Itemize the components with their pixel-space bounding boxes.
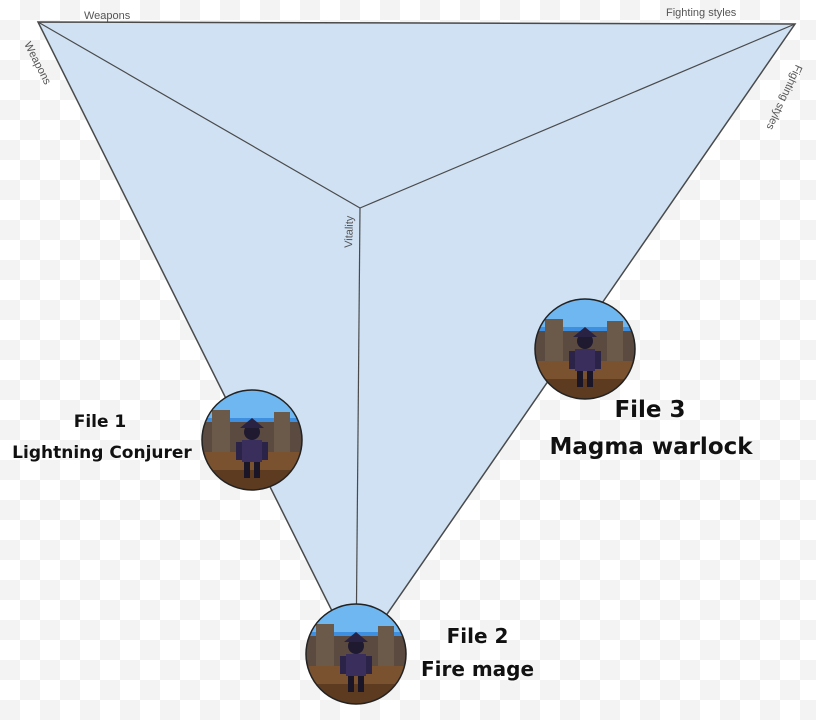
file-3-avatar xyxy=(534,298,636,400)
file-1-title: File 1 xyxy=(73,412,127,432)
file-2-title: File 2 xyxy=(446,624,509,648)
axis-line-weapons xyxy=(37,21,361,209)
file-1-avatar xyxy=(201,389,303,491)
axis-label-fighting-styles-edge: Fighting styles xyxy=(763,63,804,132)
file-3-title: File 3 xyxy=(614,397,686,423)
axis-label-vitality: Vitality xyxy=(343,215,356,248)
axis-line-vitality xyxy=(355,207,361,660)
axis-label-fighting-styles-top: Fighting styles xyxy=(666,7,737,19)
file-1-name: Lightning Conjurer xyxy=(12,443,192,463)
file-2-name: Fire mage xyxy=(420,657,535,681)
file-2-avatar xyxy=(305,603,407,705)
file-3-name: Magma warlock xyxy=(549,434,753,460)
axis-line-fighting-styles xyxy=(359,23,796,209)
ternary-triangle xyxy=(36,21,797,661)
axis-label-weapons-edge: Weapons xyxy=(21,40,53,87)
axis-label-weapons-top: Weapons xyxy=(84,10,131,22)
